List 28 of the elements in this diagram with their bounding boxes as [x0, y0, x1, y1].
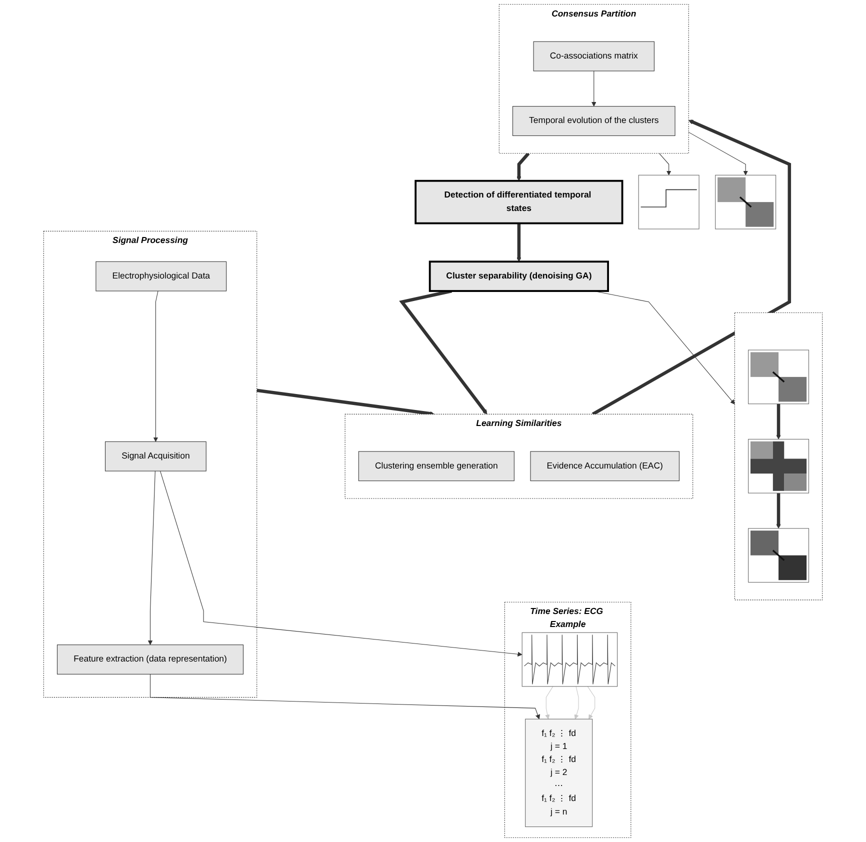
arrow: [516, 223, 522, 262]
arrow: [399, 289, 488, 414]
node-box: Temporal evolution of the clusters: [512, 106, 676, 136]
arrow: [574, 686, 579, 720]
arrow: [776, 493, 781, 529]
node-box: Evidence Accumulation (EAC): [530, 451, 680, 482]
arrow: [659, 153, 672, 176]
arrow: [776, 404, 781, 440]
arrow: [545, 686, 554, 720]
arrow: [587, 686, 596, 720]
node-box: Co-associations matrix: [533, 41, 654, 72]
node-box: Cluster separability (denoising GA): [428, 260, 609, 292]
arrow: [688, 132, 748, 176]
arrow: [153, 290, 158, 442]
arrow: [148, 470, 156, 646]
node-box: Feature extraction (data representation): [56, 644, 244, 674]
arrow: [256, 388, 435, 416]
node-box: Signal Acquisition: [104, 441, 206, 472]
node-box: f₁ f₂ ⋮ fd j = 1 f₁ f₂ ⋮ fd j = 2 ⋯ f₁ f₂ ⋮ fd j = n: [525, 718, 593, 828]
node-box: Detection of differentiated temporal states: [414, 180, 624, 224]
arrow: [516, 152, 530, 182]
node-box: Electrophysiological Data: [96, 261, 227, 292]
arrow: [160, 470, 522, 657]
node-box: Clustering ensemble generation: [358, 451, 514, 482]
arrow: [591, 70, 596, 107]
cluster: [734, 312, 823, 600]
arrow: [592, 120, 792, 416]
arrow: [150, 674, 540, 720]
